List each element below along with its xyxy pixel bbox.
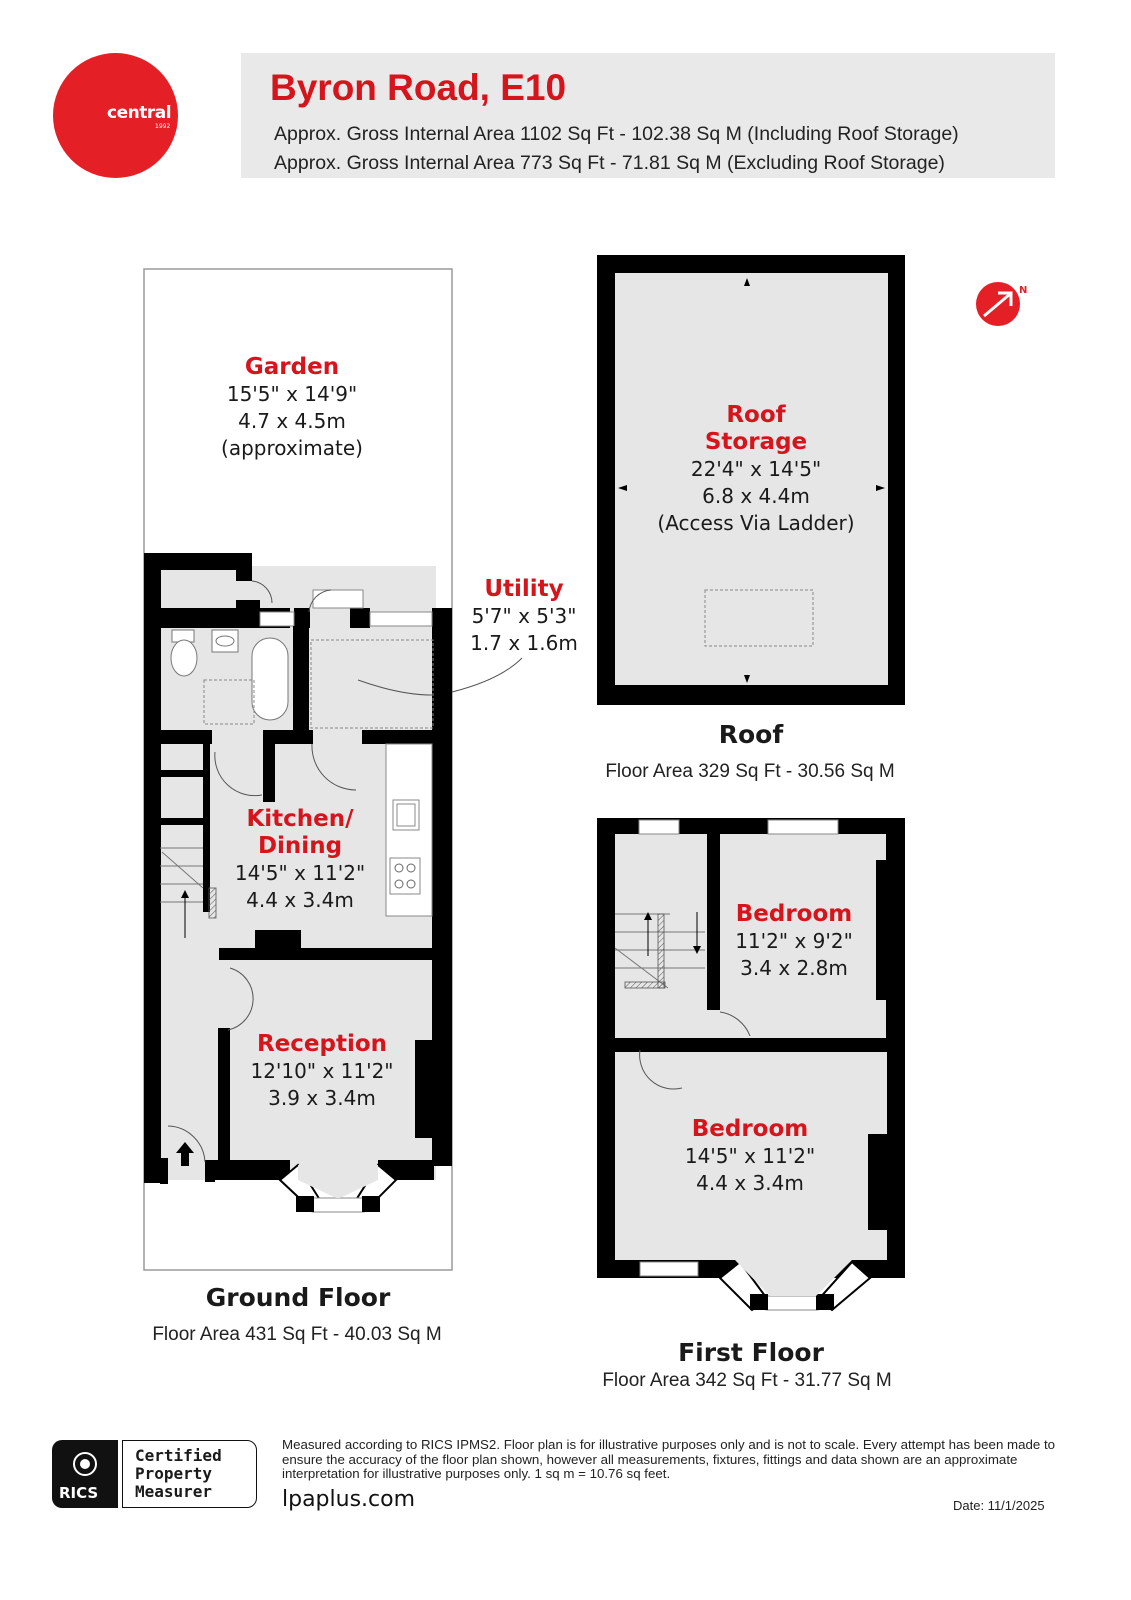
room-dim-metric: 6.8 x 4.4m	[702, 484, 810, 508]
room-kitchen-dining: Kitchen/ Dining 14'5" x 11'2" 4.4 x 3.4m	[235, 806, 365, 914]
room-dim-metric: 4.4 x 3.4m	[246, 888, 354, 912]
lion-icon	[73, 1452, 97, 1476]
room-dim-imperial: 14'5" x 11'2"	[234, 861, 366, 885]
room-garden: Garden 15'5" x 14'9" 4.7 x 4.5m (approxi…	[221, 354, 363, 462]
cert-line-1: Certified	[135, 1446, 222, 1465]
cert-line-3: Measurer	[135, 1482, 213, 1501]
plan-date: Date: 11/1/2025	[953, 1498, 1045, 1513]
room-name-line2: Dining	[257, 833, 343, 859]
first-floor-plan	[597, 818, 905, 1312]
room-name-line2: Storage	[704, 429, 808, 455]
central-logo: central 1992	[53, 53, 178, 178]
website-link[interactable]: lpaplus.com	[282, 1487, 416, 1512]
room-name: Garden	[244, 354, 340, 380]
room-dim-metric: 3.9 x 3.4m	[268, 1086, 376, 1110]
room-dim-imperial: 22'4" x 14'5"	[690, 457, 822, 481]
roof-title: Roof	[718, 720, 784, 749]
room-dim-metric: 4.7 x 4.5m	[238, 409, 346, 433]
room-dim-metric: 4.4 x 3.4m	[696, 1171, 804, 1195]
room-note: (approximate)	[221, 436, 363, 460]
ground-floor-area: Floor Area 431 Sq Ft - 40.03 Sq M	[152, 1324, 442, 1345]
room-reception: Reception 12'10" x 11'2" 3.9 x 3.4m	[250, 1031, 393, 1112]
room-roof-storage: Roof Storage 22'4" x 14'5" 6.8 x 4.4m (A…	[657, 402, 854, 537]
room-dim-imperial: 14'5" x 11'2"	[684, 1144, 816, 1168]
cert-line-2: Property	[135, 1464, 213, 1483]
room-name-line1: Roof	[726, 402, 786, 428]
gia-excluding-roof: Approx. Gross Internal Area 773 Sq Ft - …	[274, 152, 945, 174]
rics-certified-badge: RICS Certified Property Measurer	[52, 1440, 257, 1508]
rics-text: RICS	[59, 1484, 99, 1502]
room-bedroom-front: Bedroom 14'5" x 11'2" 4.4 x 3.4m	[685, 1116, 815, 1197]
first-floor-title: First Floor	[678, 1338, 824, 1367]
room-dim-imperial: 5'7" x 5'3"	[471, 604, 577, 628]
logo-year: 1992	[155, 123, 171, 130]
roof-area: Floor Area 329 Sq Ft - 30.56 Sq M	[605, 761, 895, 782]
ground-floor-plan	[143, 268, 523, 1271]
room-name-line1: Kitchen/	[246, 806, 354, 832]
room-utility: Utility 5'7" x 5'3" 1.7 x 1.6m	[470, 576, 578, 657]
room-name: Bedroom	[691, 1116, 809, 1142]
room-dim-imperial: 11'2" x 9'2"	[735, 929, 853, 953]
room-dim-metric: 1.7 x 1.6m	[470, 631, 578, 655]
svg-text:N: N	[1019, 285, 1027, 296]
rics-logo: RICS	[52, 1440, 118, 1508]
room-name: Bedroom	[735, 901, 853, 927]
north-arrow-icon: N	[976, 281, 1027, 327]
first-floor-area: Floor Area 342 Sq Ft - 31.77 Sq M	[602, 1370, 892, 1391]
room-dim-metric: 3.4 x 2.8m	[740, 956, 848, 980]
gia-including-roof: Approx. Gross Internal Area 1102 Sq Ft -…	[274, 123, 959, 145]
certified-property-measurer: Certified Property Measurer	[122, 1440, 257, 1508]
room-name: Utility	[484, 576, 564, 602]
room-name: Reception	[256, 1031, 388, 1057]
logo-text: central	[107, 103, 172, 123]
room-dim-imperial: 12'10" x 11'2"	[250, 1059, 394, 1083]
room-bedroom-rear: Bedroom 11'2" x 9'2" 3.4 x 2.8m	[735, 901, 853, 982]
disclaimer-text: Measured according to RICS IPMS2. Floor …	[282, 1437, 1056, 1481]
room-note: (Access Via Ladder)	[657, 511, 855, 535]
room-dim-imperial: 15'5" x 14'9"	[226, 382, 358, 406]
property-header: Byron Road, E10 Approx. Gross Internal A…	[241, 53, 1055, 178]
property-title: Byron Road, E10	[270, 67, 567, 108]
roof-plan	[597, 255, 905, 705]
ground-floor-title: Ground Floor	[205, 1283, 391, 1312]
